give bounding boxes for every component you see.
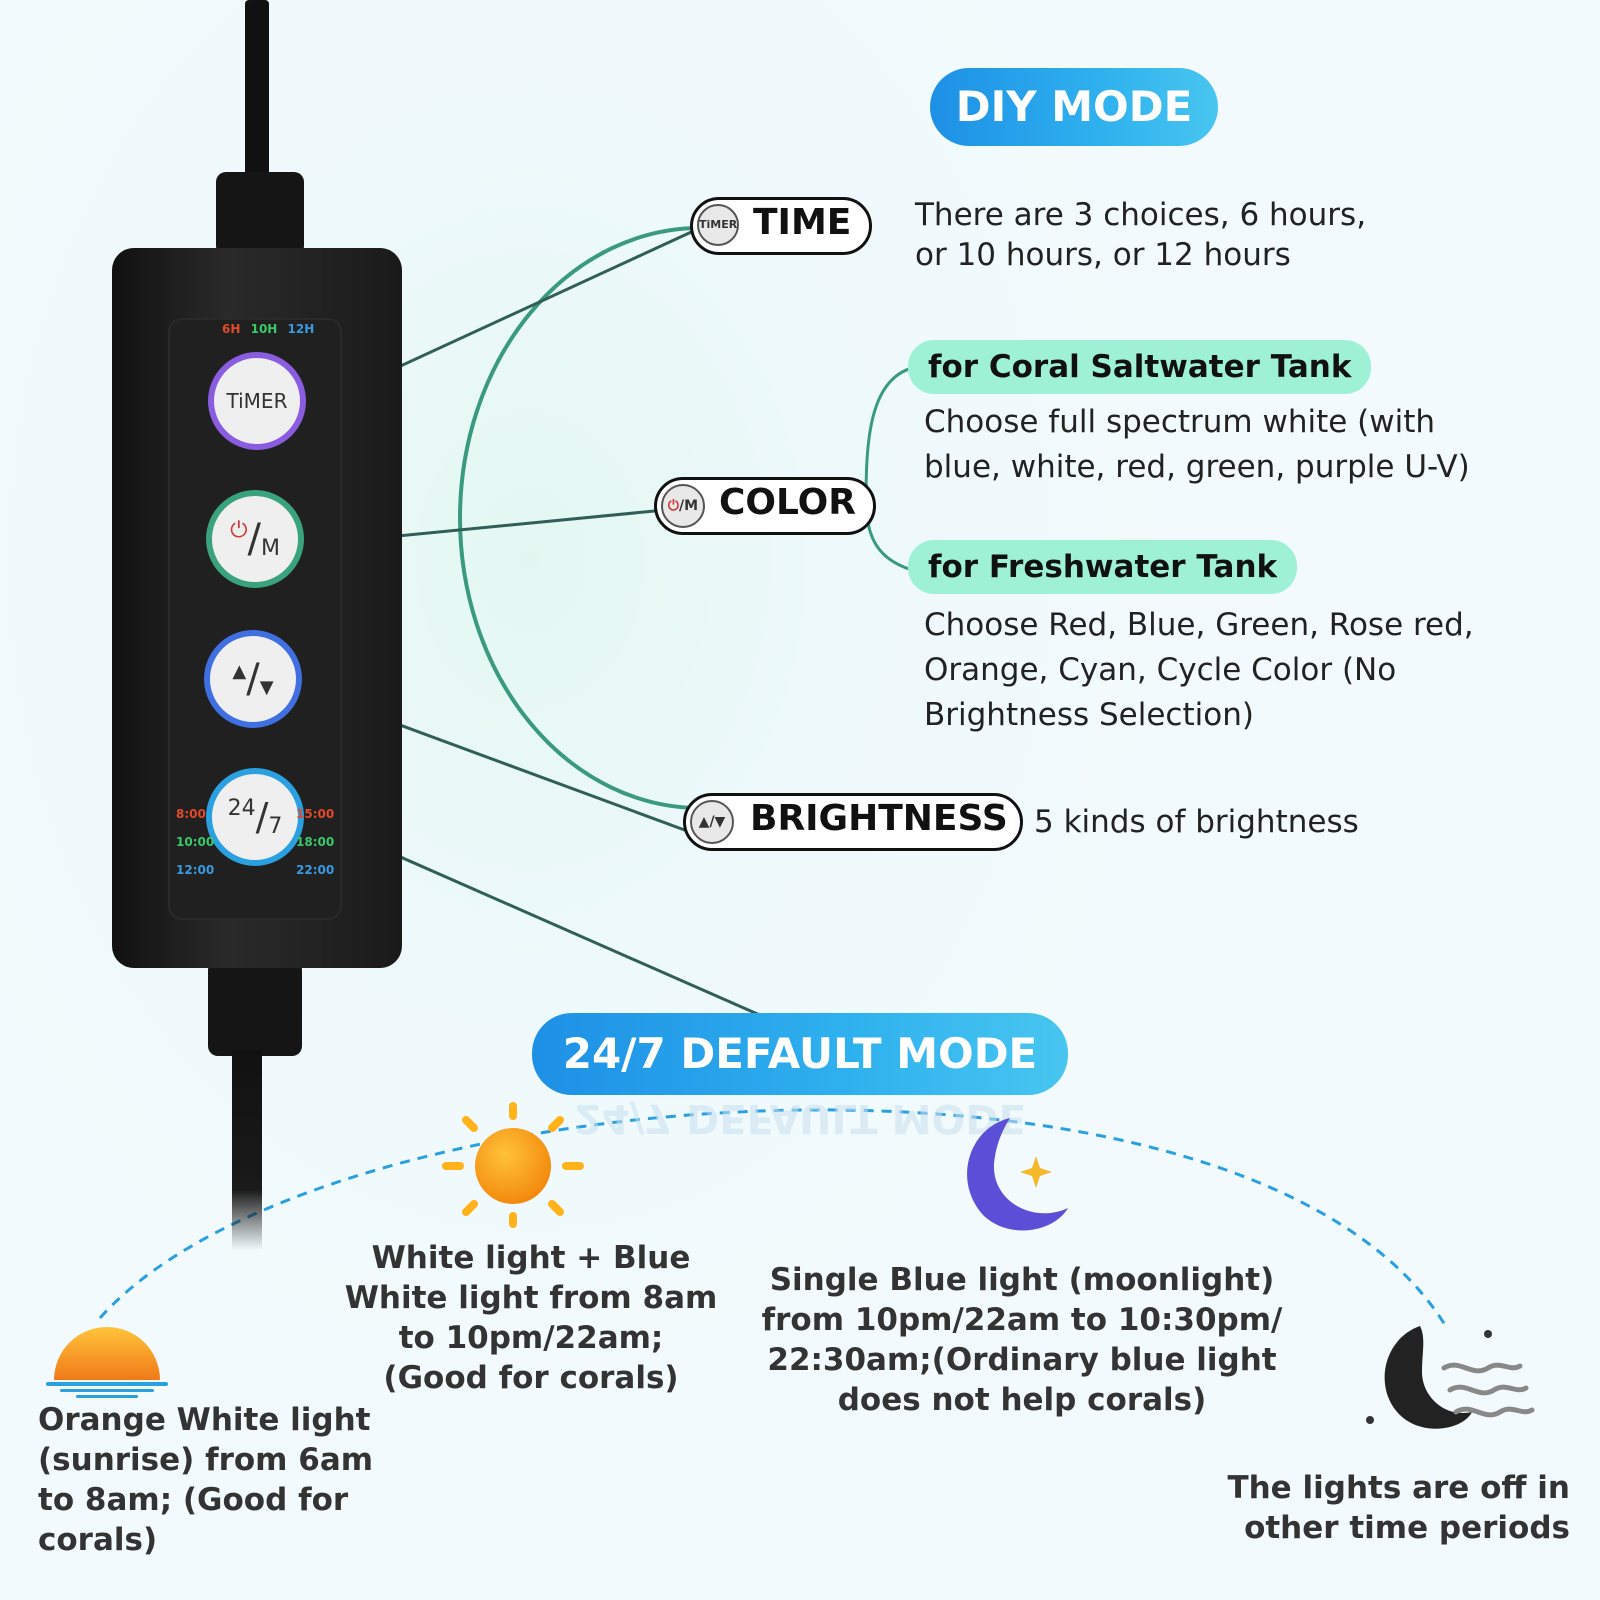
left-time-labels: 8:00 10:00 12:00 [176,800,214,884]
time-label: 10:00 [176,835,215,849]
cable-bottom-collar [208,960,302,1056]
right-time-labels: 15:00 18:00 22:00 [296,800,334,884]
power-icon: ⏻ [230,517,248,543]
mode-mini-icon: ⏻/M [661,484,705,528]
period-line: from 10pm/22am to 10:30pm/ [761,1302,1283,1338]
moon-icon [967,1118,1068,1231]
period-day-text: White light + Blue White light from 8am … [336,1238,726,1398]
time-label: 8:00 [176,807,206,821]
time-label: 12:00 [176,863,215,877]
period-line: other time periods [1244,1510,1570,1546]
brightness-down-icon: ▼ [259,676,274,698]
indicator-6h: 6H [222,322,241,336]
brightness-button[interactable]: ▲ / ▼ [204,630,302,728]
period-line: Single Blue light (moonlight) [769,1262,1275,1298]
period-sunrise-text: Orange White light (sunrise) from 6am to… [38,1400,378,1560]
brightness-mini-icon: ▲/▼ [690,800,734,844]
indicator-10h: 10H [250,322,278,336]
period-line: Orange White light [38,1402,371,1438]
period-off-text: The lights are off in other time periods [1190,1468,1570,1548]
clock-button-bottom: 7 [268,813,283,839]
color-label-pill: ⏻/M COLOR [654,477,876,535]
coral-desc-line: blue, white, red, green, purple U-V) [924,449,1470,485]
time-label-pill: TiMER TIME [690,197,872,255]
slash-divider: / [247,516,261,562]
period-line: does not help corals) [837,1382,1207,1418]
period-line: (sunrise) from 6am [38,1442,374,1478]
dark-moon-icon [1366,1326,1535,1429]
freshwater-tank-heading: for Freshwater Tank [908,540,1298,594]
brightness-label-text: BRIGHTNESS [750,798,1008,839]
timer-button-label: TiMER [226,389,288,413]
slash-divider: / [246,656,260,702]
cable-top-collar [216,172,304,256]
period-moon-text: Single Blue light (moonlight) from 10pm/… [752,1260,1292,1420]
period-line: 22:30am;(Ordinary blue light [767,1342,1277,1378]
period-line: (Good for corals) [383,1360,679,1396]
timer-mini-icon: TiMER [697,204,739,246]
power-icon: ⏻ [667,498,679,514]
diy-mode-title: DIY MODE [930,68,1218,146]
time-label: 22:00 [296,863,335,877]
fresh-desc-line: Choose Red, Blue, Green, Rose red, [924,607,1474,643]
sunrise-icon [46,1327,168,1398]
clock-button[interactable]: 24 / 7 [206,768,304,866]
time-desc-line: or 10 hours, or 12 hours [915,237,1291,273]
cable-top [245,0,269,180]
time-label-text: TIME [753,202,852,243]
mode-button-label: M [260,535,280,561]
fresh-desc-line: Brightness Selection) [924,697,1254,733]
color-label-text: COLOR [719,482,857,523]
period-line: White light from 8am [344,1280,718,1316]
period-line: to 8am; (Good for [38,1482,349,1518]
period-line: to 10pm/22am; [398,1320,664,1356]
coral-description: Choose full spectrum white (with blue, w… [924,400,1470,490]
freshwater-description: Choose Red, Blue, Green, Rose red, Orang… [924,603,1474,738]
brightness-label-pill: ▲/▼ BRIGHTNESS [683,793,1023,851]
timer-indicator-labels: 6H 10H 12H [222,322,314,336]
indicator-12h: 12H [287,322,315,336]
mode-button[interactable]: ⏻ / M [206,490,304,588]
slash-divider: / [255,795,269,839]
time-description: There are 3 choices, 6 hours, or 10 hour… [915,193,1366,278]
sun-icon [442,1102,584,1228]
period-line: corals) [38,1522,158,1558]
timer-button[interactable]: TiMER [208,352,306,450]
cable-bottom [232,1050,262,1250]
time-desc-line: There are 3 choices, 6 hours, [915,197,1367,233]
period-line: The lights are off in [1227,1470,1570,1506]
period-line: White light + Blue [371,1240,691,1276]
coral-tank-heading: for Coral Saltwater Tank [908,340,1372,394]
brightness-description: 5 kinds of brightness [1034,804,1359,840]
fresh-desc-line: Orange, Cyan, Cycle Color (No [924,652,1397,688]
brightness-up-icon: ▲ [232,660,247,682]
time-label: 18:00 [296,835,335,849]
default-mode-title: 24/7 DEFAULT MODE [532,1013,1068,1095]
coral-desc-line: Choose full spectrum white (with [924,404,1436,440]
clock-button-top: 24 [227,795,256,821]
time-label: 15:00 [296,807,335,821]
